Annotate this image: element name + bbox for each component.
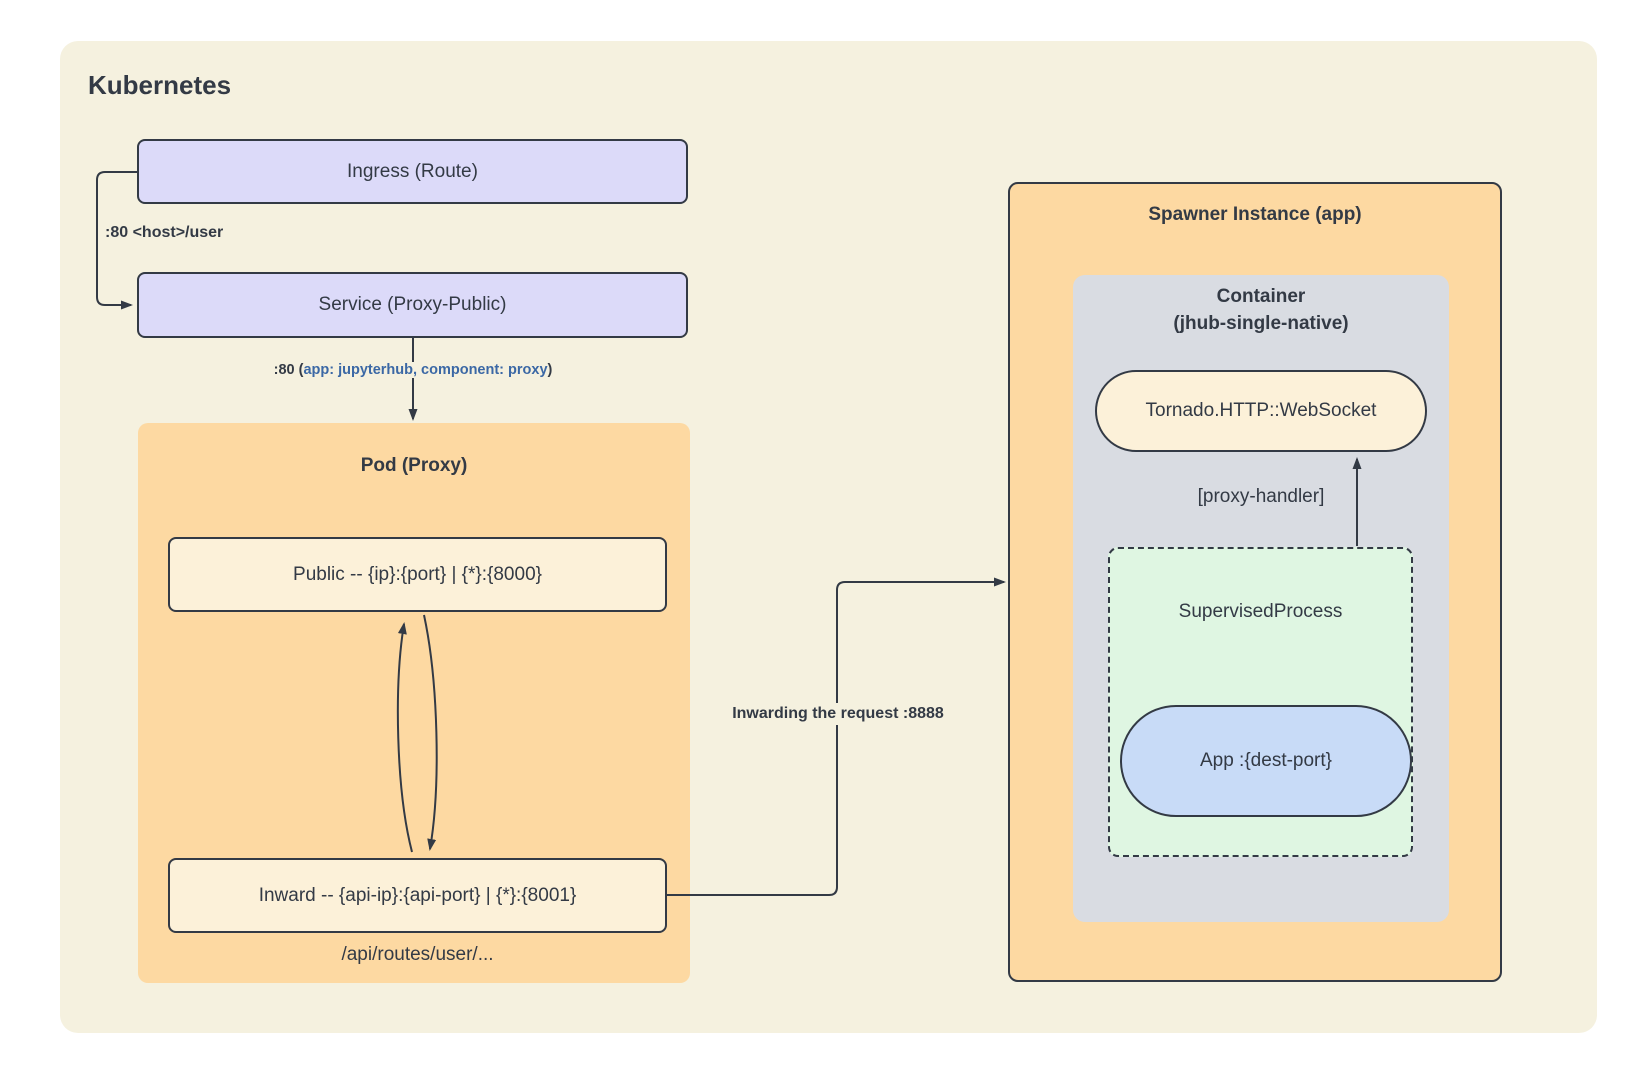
ingress-label: Ingress (Route) <box>347 160 478 182</box>
public-endpoint-label: Public -- {ip}:{port} | {*}:{8000} <box>293 563 542 585</box>
public-endpoint-node: Public -- {ip}:{port} | {*}:{8000} <box>168 537 667 612</box>
inward-endpoint-node: Inward -- {api-ip}:{api-port} | {*}:{800… <box>168 858 667 933</box>
proxy-handler-label: [proxy-handler] <box>1197 486 1325 507</box>
inward-endpoint-label: Inward -- {api-ip}:{api-port} | {*}:{800… <box>258 884 577 906</box>
app-dest-port-label: App :{dest-port} <box>1199 750 1333 771</box>
edge-label-inwarding-request: Inwarding the request :8888 <box>718 703 958 725</box>
supervised-process-label: SupervisedProcess <box>1178 601 1343 622</box>
service-label: Service (Proxy-Public) <box>318 294 507 315</box>
edge-label-service-selector: :80 (app: jupyterhub, component: proxy) <box>253 362 573 378</box>
edge-label-port-prefix: :80 ( <box>273 362 304 378</box>
edge-label-host-user: :80 <host>/user <box>105 224 224 241</box>
tornado-websocket-node: Tornado.HTTP::WebSocket <box>1095 370 1427 452</box>
edge-label-port-suffix: ) <box>547 362 553 378</box>
diagram-title: Kubernetes <box>88 70 232 100</box>
tornado-websocket-label: Tornado.HTTP::WebSocket <box>1145 400 1377 421</box>
app-dest-port-node: App :{dest-port} <box>1120 705 1412 817</box>
api-routes-note: /api/routes/user/... <box>341 944 494 965</box>
spawner-instance-title: Spawner Instance (app) <box>1148 204 1362 225</box>
service-node: Service (Proxy-Public) <box>137 272 688 338</box>
container-title-line2: (jhub-single-native) <box>1173 313 1349 334</box>
container-title-line1: Container <box>1216 286 1306 307</box>
edge-label-selector-text: app: jupyterhub, component: proxy <box>303 362 548 378</box>
ingress-node: Ingress (Route) <box>137 139 688 204</box>
container-title: Container (jhub-single-native) <box>1073 283 1449 337</box>
pod-proxy-title: Pod (Proxy) <box>360 455 468 476</box>
